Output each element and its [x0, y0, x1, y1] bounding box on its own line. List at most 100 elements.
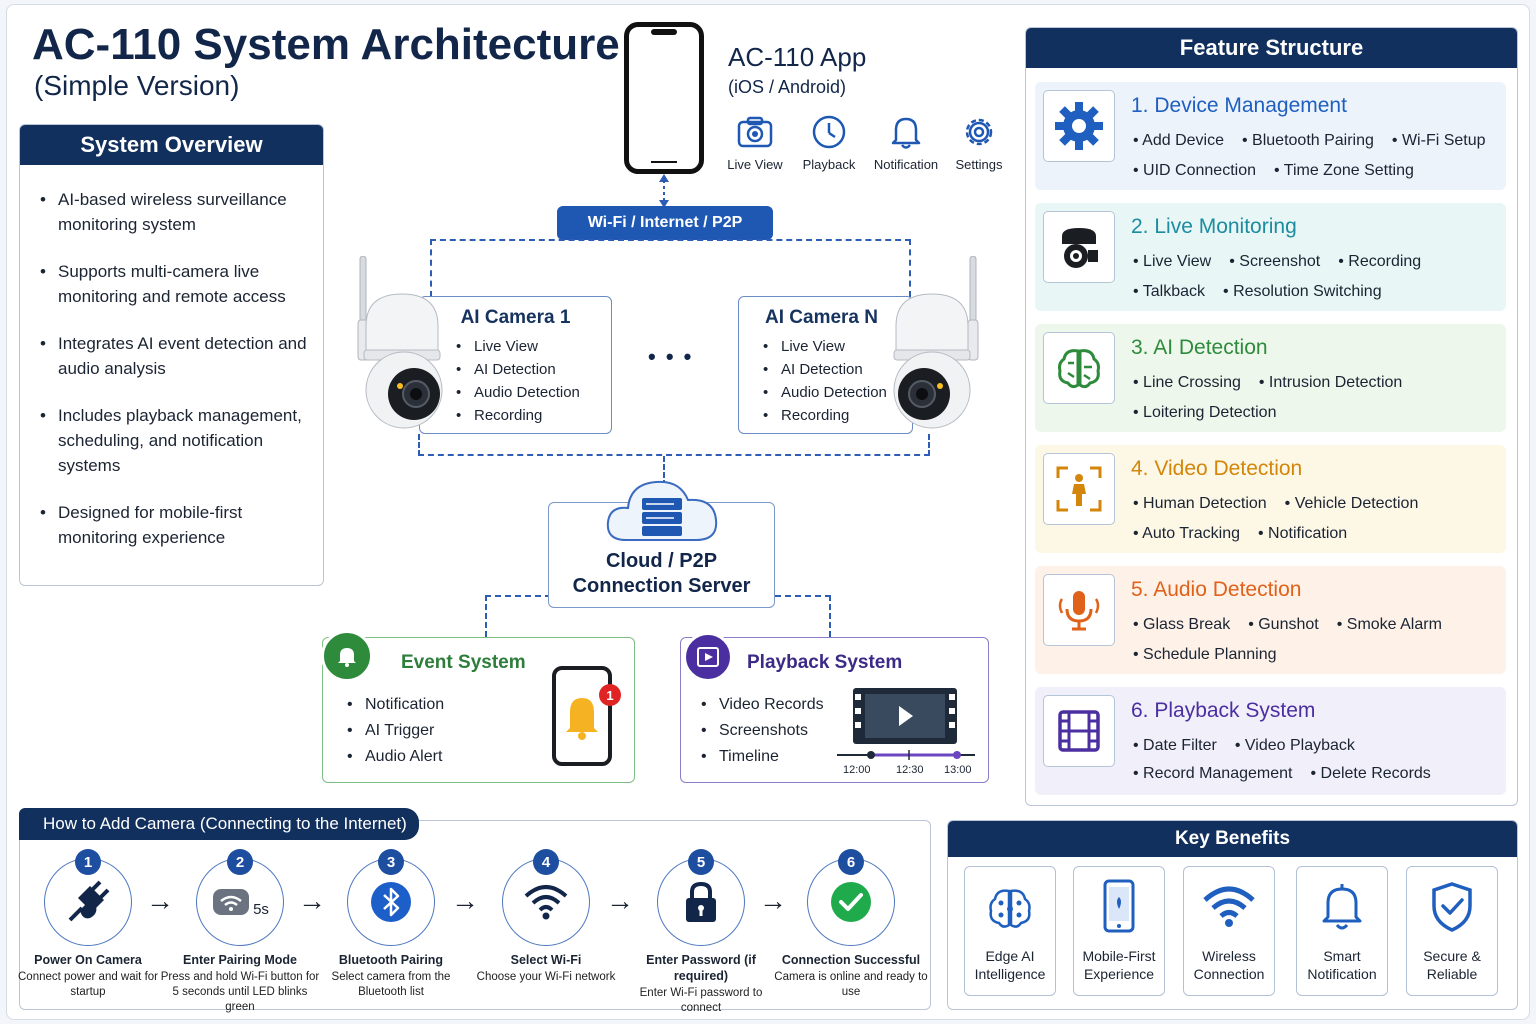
step-circle: 3: [347, 849, 435, 946]
overview-item: Includes playback management, scheduling…: [40, 403, 309, 478]
playback-system-list: Video Records Screenshots Timeline: [701, 692, 824, 770]
app-platforms: (iOS / Android): [728, 77, 847, 97]
feature-item: Recording: [1338, 253, 1421, 270]
event-item: Notification: [347, 692, 444, 718]
step-title: Connection Successful: [781, 953, 921, 967]
feature-structure-heading: Feature Structure: [1026, 28, 1517, 68]
microphone-icon: [1043, 574, 1115, 646]
app-feature-live-view: Live View: [715, 112, 795, 172]
feature-title: 4. Video Detection: [1131, 457, 1303, 480]
camera-to-server-connector: [418, 434, 930, 456]
app-feature-notification: Notification: [866, 112, 946, 172]
server-up-connector: [663, 456, 665, 486]
event-bell-icon: [321, 630, 373, 682]
camera-feature-list: Live View AI Detection Audio Detection R…: [739, 329, 912, 427]
benefit-edge-ai: Edge AI Intelligence: [964, 866, 1056, 996]
camera-name: AI Camera 1: [460, 307, 571, 328]
step-desc: Enter Wi-Fi password to connect: [639, 987, 763, 1014]
event-item: AI Trigger: [347, 718, 444, 744]
feature-item: Screenshot: [1229, 253, 1320, 270]
bluetooth-icon: [371, 882, 411, 922]
feature-item: Notification: [1258, 525, 1347, 542]
film-icon: [1043, 695, 1115, 767]
step-circle: 5: [657, 849, 745, 946]
feature-row: Live ViewScreenshotRecording: [1133, 253, 1439, 271]
wifi-icon: [524, 885, 568, 920]
feature-row: Date FilterVideo Playback: [1133, 737, 1373, 755]
feature-row: Record ManagementDelete Records: [1133, 765, 1449, 783]
camera-feature: Live View: [456, 335, 611, 358]
feature-audio-detection: 5. Audio Detection Glass BreakGunshotSmo…: [1035, 566, 1506, 674]
app-feature-label: Live View: [727, 157, 783, 172]
benefit-secure: Secure & Reliable: [1406, 866, 1498, 996]
feature-row: Add DeviceBluetooth PairingWi-Fi Setup: [1133, 132, 1504, 150]
overview-item: Supports multi-camera live monitoring an…: [40, 259, 309, 309]
person-frame-icon: [1043, 453, 1115, 525]
camera-feature: Audio Detection: [763, 381, 912, 404]
camera-name: AI Camera N: [765, 307, 878, 328]
dome-camera-left-icon: [357, 256, 443, 429]
step-circle: 4: [502, 849, 590, 946]
step-desc: Connect power and wait for startup: [18, 971, 158, 998]
step-number: 1: [75, 849, 101, 875]
page-title: AC-110 System Architecture: [32, 20, 620, 69]
bell-icon: [891, 117, 921, 149]
network-connector: [430, 239, 911, 297]
step-circle: 2 5s: [196, 849, 284, 946]
gear-icon: [1043, 90, 1115, 162]
benefit-mobile-first: Mobile-First Experience: [1073, 866, 1165, 996]
feature-row: Schedule Planning: [1133, 646, 1294, 664]
step-title: Enter Pairing Mode: [183, 953, 297, 967]
step-arrow: →: [451, 885, 479, 916]
dome-camera-right-icon: [893, 256, 979, 429]
camera-feature: Live View: [763, 335, 912, 358]
step-arrow: →: [146, 885, 174, 916]
step-title: Power On Camera: [34, 953, 142, 967]
system-overview-panel: System Overview AI-based wireless survei…: [19, 124, 324, 586]
playback-item: Screenshots: [701, 718, 824, 744]
alert-badge: 1: [599, 684, 621, 706]
dome-camera-icon: [1043, 211, 1115, 283]
overview-item: AI-based wireless surveillance monitorin…: [40, 187, 309, 237]
camera-icon: [737, 116, 773, 148]
app-title: AC-110 App: [728, 42, 867, 72]
feature-item: Line Crossing: [1133, 374, 1241, 391]
timeline-bar: [837, 750, 975, 760]
feature-title: 2. Live Monitoring: [1131, 215, 1297, 238]
step-select-wifi: 4 Select Wi-Fi Choose your Wi-Fi network: [466, 849, 626, 985]
feature-title: 6. Playback System: [1131, 699, 1316, 722]
timeline-time: 12:00: [843, 764, 871, 776]
add-camera-panel: [19, 820, 931, 1010]
video-film-icon: [853, 688, 957, 744]
key-benefits-heading: Key Benefits: [948, 821, 1517, 857]
feature-item: Wi-Fi Setup: [1392, 132, 1486, 149]
feature-item: Smoke Alarm: [1337, 616, 1442, 633]
feature-item: Human Detection: [1133, 495, 1267, 512]
feature-ai-detection: 3. AI Detection Line CrossingIntrusion D…: [1035, 324, 1506, 432]
feature-live-monitoring: 2. Live Monitoring Live ViewScreenshotRe…: [1035, 203, 1506, 311]
lock-icon: [686, 881, 716, 922]
step-arrow: →: [606, 885, 634, 916]
shield-check-icon: [1432, 882, 1472, 932]
page-subtitle: (Simple Version): [34, 70, 240, 101]
event-system-title: Event System: [401, 652, 526, 673]
server-line-1: Cloud / P2P: [605, 550, 718, 572]
step-title: Enter Password (if required): [646, 953, 756, 983]
step-title: Select Wi-Fi: [510, 953, 582, 967]
step-connection-successful: 6 Connection Successful Camera is online…: [771, 849, 931, 1000]
step-circle: 6: [807, 849, 895, 946]
step-desc: Select camera from the Bluetooth list: [331, 971, 451, 998]
system-overview-heading: System Overview: [20, 125, 323, 165]
overview-item: Designed for mobile-first monitoring exp…: [40, 500, 309, 550]
feature-row: Loitering Detection: [1133, 404, 1294, 422]
plug-icon: [68, 880, 110, 922]
server-line-2: Connection Server: [572, 575, 751, 597]
step-desc: Choose your Wi-Fi network: [476, 971, 616, 983]
step-arrow: →: [759, 885, 787, 916]
step-number: 5: [688, 849, 714, 875]
app-feature-label: Playback: [802, 157, 856, 172]
app-link-arrow: [659, 174, 669, 208]
feature-item: Video Playback: [1235, 737, 1355, 754]
network-label: Wi-Fi / Internet / P2P: [557, 206, 773, 240]
benefit-smart-notification: Smart Notification: [1296, 866, 1388, 996]
